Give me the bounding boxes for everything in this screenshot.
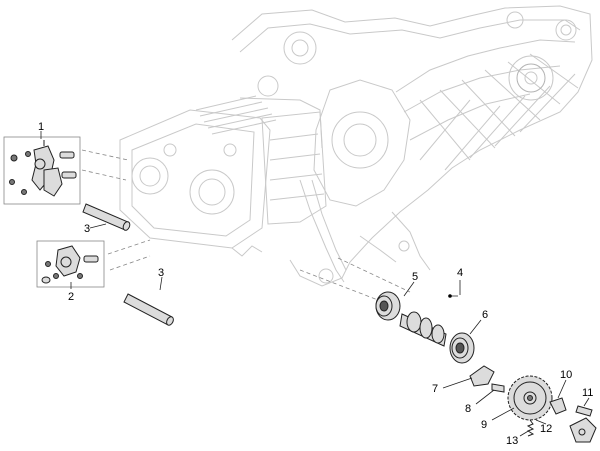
callout-3-lower: 3 [158,267,164,279]
callout-5: 5 [412,271,418,283]
callout-6: 6 [482,309,488,321]
callout-3-upper: 3 [84,223,90,235]
alignment-guides [81,149,411,301]
camshaft [399,311,447,347]
screw-8 [491,383,505,393]
callout-9: 9 [481,419,487,431]
callout-labels: 1 2 3 3 4 5 6 7 8 9 10 11 12 13 [38,121,593,447]
callout-leaders [40,131,590,437]
rocker-arm-assembly-2 [36,240,105,288]
bearing-6 [449,332,475,364]
decompressor-weight-10 [549,397,567,415]
rocker-shaft-lower [123,293,174,326]
rocker-shaft-upper [82,203,131,231]
rocker-arm-assembly-1 [3,136,81,205]
bolt-11 [575,405,593,417]
engine-crankcase-outline [119,5,593,287]
callout-7: 7 [432,383,438,395]
callout-12: 12 [540,423,552,435]
counterweight-13 [569,417,597,443]
callout-8: 8 [465,403,471,415]
spring-12 [526,419,535,437]
callout-13: 13 [506,435,518,447]
callout-1: 1 [38,121,44,133]
callout-11: 11 [582,387,593,399]
bearing-5 [375,291,401,321]
decompressor-plate-7 [469,365,495,387]
callout-dots [448,294,452,298]
callout-2: 2 [68,291,74,303]
cam-sprocket-9 [507,375,553,421]
callout-4: 4 [457,267,463,279]
callout-10: 10 [560,369,572,381]
